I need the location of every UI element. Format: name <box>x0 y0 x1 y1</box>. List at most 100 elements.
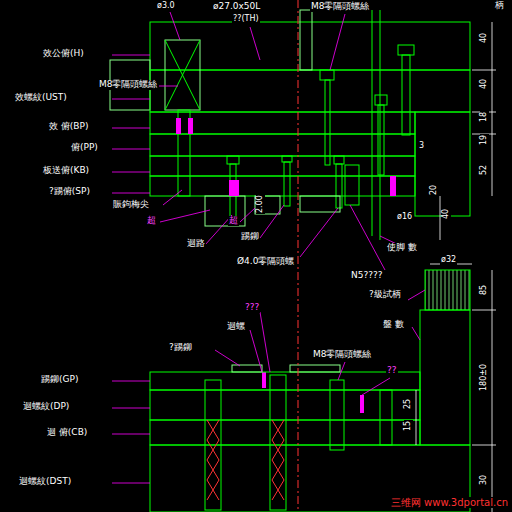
part-label: M8零隔頭螺絲 <box>310 2 371 12</box>
part-label: ?踢俯(SP) <box>48 187 91 197</box>
part-label: ??(TH) <box>232 15 260 24</box>
lower-die-stroke <box>272 420 284 500</box>
dimension-number: 19 <box>480 134 489 146</box>
lower-die-stroke <box>205 380 221 510</box>
lower-die-stroke <box>330 380 344 450</box>
lower-die-stroke <box>420 310 470 445</box>
leader-lines-stroke <box>260 312 270 372</box>
part-label: 3 <box>418 142 425 151</box>
leader-lines-stroke <box>112 193 150 194</box>
upper-die-stroke <box>345 165 359 205</box>
upper-die-stroke <box>300 196 340 212</box>
dimension-lines-stroke <box>492 270 493 512</box>
dimension-number: 85 <box>480 284 489 296</box>
magenta-parts-stroke <box>390 176 396 196</box>
magenta-parts-stroke <box>176 118 181 134</box>
upper-die-stroke <box>165 40 200 110</box>
part-label: 效 俯(BP) <box>48 122 90 132</box>
center-line-stroke <box>298 0 299 512</box>
upper-die-stroke <box>375 95 387 105</box>
dimension-number: 25 <box>404 398 413 410</box>
dimension-number: 40 <box>442 208 451 220</box>
leader-lines-stroke <box>170 12 180 40</box>
upper-die-stroke <box>378 105 384 175</box>
part-label: 盤 數 <box>382 320 405 330</box>
lower-die-stroke <box>380 390 392 445</box>
dimension-number: 20 <box>430 184 439 196</box>
part-label: 超 <box>146 216 157 226</box>
part-label: 俯(PP) <box>70 143 99 153</box>
upper-die-stroke <box>334 156 344 164</box>
upper-die-stroke <box>380 10 381 240</box>
part-label: ??? <box>244 303 260 313</box>
leader-lines-stroke <box>338 362 345 380</box>
leader-lines-stroke <box>112 149 150 150</box>
leader-lines-stroke <box>330 14 345 70</box>
leader-lines-stroke <box>112 172 150 173</box>
lower-die-stroke <box>232 365 262 372</box>
leader-lines-stroke <box>163 190 182 205</box>
magenta-parts-stroke <box>188 118 193 134</box>
leader-lines <box>112 12 425 483</box>
leader-lines-stroke <box>112 434 150 435</box>
leader-lines-stroke <box>112 128 150 129</box>
dimension-lines-stroke <box>472 70 496 71</box>
dimension-lines <box>416 22 496 512</box>
part-label: ø27.0x50L <box>212 2 261 12</box>
center-line <box>298 0 299 512</box>
upper-die-stroke <box>372 10 373 236</box>
magenta-parts-stroke <box>360 395 364 413</box>
leader-lines-stroke <box>112 483 150 484</box>
leader-lines-stroke <box>240 208 255 222</box>
dimension-number: 15 <box>404 420 413 432</box>
part-label: 柄 <box>494 1 505 11</box>
part-label: 賑鉤梅尖 <box>112 200 150 210</box>
dimension-number: 40 <box>480 78 489 90</box>
leader-lines-stroke <box>412 327 420 340</box>
upper-die-stroke <box>165 40 200 110</box>
magenta-parts-stroke <box>229 180 239 196</box>
part-label: 效公俯(H) <box>42 49 85 59</box>
leader-lines-stroke <box>156 86 178 87</box>
upper-die-stroke <box>165 40 200 110</box>
dimension-lines-stroke <box>416 390 417 445</box>
upper-die-stroke <box>402 55 410 135</box>
dimension-number: 180±0 <box>480 363 489 392</box>
leader-lines-stroke <box>215 350 240 366</box>
leader-lines-stroke <box>300 208 338 257</box>
part-label: 踢鉚(GP) <box>40 375 79 385</box>
upper-die-stroke <box>320 70 334 80</box>
dimension-number: 52 <box>480 164 489 176</box>
part-label: ø32 <box>440 256 457 265</box>
dimension-lines-stroke <box>440 196 441 240</box>
part-label: ?級試柄 <box>368 290 402 300</box>
part-label: 迴螺紋(DST) <box>18 477 72 487</box>
upper-die-stroke <box>227 156 239 164</box>
part-label: 使脚 數 <box>386 243 418 253</box>
lower-die-stroke <box>207 420 219 500</box>
dimension-number: 18 <box>480 111 489 123</box>
part-label: M8零隔頭螺絲 <box>98 80 159 90</box>
magenta-parts <box>176 118 396 413</box>
part-label: ø16 <box>396 213 413 222</box>
upper-die-stroke <box>415 112 470 216</box>
dimension-number: 40 <box>480 32 489 44</box>
lower-die <box>150 270 470 512</box>
part-label: Ø4.0零隔頭螺 <box>236 257 295 267</box>
part-label: 三维网 www.3dportal.cn <box>390 497 509 508</box>
part-label: 迴螺紋(DP) <box>22 402 70 412</box>
upper-die-stroke <box>282 156 292 162</box>
leader-lines-stroke <box>350 205 385 270</box>
dimension-lines-stroke <box>472 445 496 446</box>
dimension-lines-stroke <box>492 22 493 196</box>
part-label: 超 <box>228 216 239 226</box>
leader-lines-stroke <box>112 408 150 409</box>
lower-die-stroke <box>425 270 470 310</box>
upper-die-stroke <box>336 164 342 208</box>
dimension-lines-stroke <box>472 310 496 311</box>
part-label: ?? <box>386 366 398 376</box>
leader-lines-stroke <box>250 330 262 372</box>
leader-lines-stroke <box>408 290 425 300</box>
leader-lines-stroke <box>112 55 150 56</box>
